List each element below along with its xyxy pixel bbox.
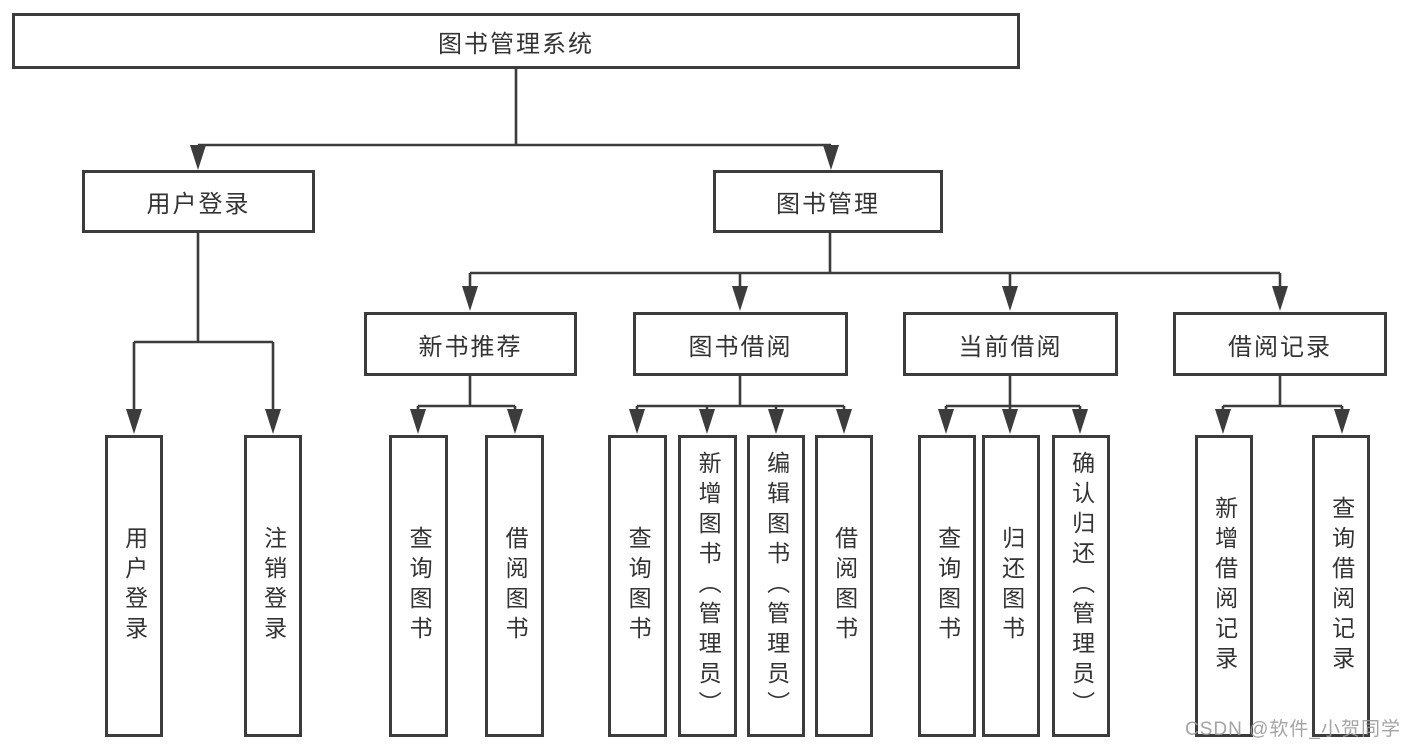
leaf-confirm-return-admin-label: 确认归还（管理员） (1068, 451, 1095, 721)
leaf-borrow-query-books-label: 查询图书 (625, 526, 652, 646)
leaf-edit-book-admin: 编辑图书（管理员） (747, 435, 805, 737)
leaf-add-borrow-record-label: 新增借阅记录 (1211, 496, 1238, 676)
leaf-query-borrow-record-label: 查询借阅记录 (1328, 496, 1355, 676)
leaf-recommend-borrow-books: 借阅图书 (485, 435, 544, 737)
leaf-edit-book-admin-label: 编辑图书（管理员） (763, 451, 790, 721)
leaf-return-books-label: 归还图书 (998, 526, 1025, 646)
leaf-return-books: 归还图书 (982, 435, 1040, 737)
leaf-add-book-admin: 新增图书（管理员） (678, 435, 737, 737)
watermark: CSDN @软件_小贺同学 (1185, 719, 1401, 740)
node-book-management: 图书管理 (713, 170, 943, 233)
leaf-user-login: 用户登录 (105, 435, 163, 737)
leaf-add-borrow-record: 新增借阅记录 (1195, 435, 1253, 737)
leaf-recommend-query-books-label: 查询图书 (406, 526, 433, 646)
leaf-logout-label: 注销登录 (260, 526, 287, 646)
leaf-borrow-query-books: 查询图书 (608, 435, 667, 737)
leaf-recommend-query-books: 查询图书 (389, 435, 448, 737)
node-book-borrow-label: 图书借阅 (688, 333, 793, 361)
node-book-borrow: 图书借阅 (633, 312, 848, 376)
node-current-borrow: 当前借阅 (903, 312, 1118, 376)
node-user-login: 用户登录 (82, 170, 315, 233)
node-book-management-label: 图书管理 (776, 191, 880, 218)
leaf-logout: 注销登录 (244, 435, 302, 737)
node-user-login-label: 用户登录 (146, 191, 251, 218)
node-borrow-records: 借阅记录 (1173, 312, 1387, 376)
node-borrow-records-label: 借阅记录 (1228, 333, 1332, 361)
leaf-current-query-books: 查询图书 (918, 435, 976, 737)
leaf-borrow-books-label: 借阅图书 (831, 526, 858, 646)
leaf-add-book-admin-label: 新增图书（管理员） (695, 451, 722, 721)
leaf-recommend-borrow-books-label: 借阅图书 (502, 526, 529, 646)
node-new-book-recommend-label: 新书推荐 (418, 333, 523, 361)
leaf-confirm-return-admin: 确认归还（管理员） (1052, 435, 1110, 737)
node-new-book-recommend: 新书推荐 (364, 312, 577, 376)
node-current-borrow-label: 当前借阅 (958, 333, 1063, 361)
leaf-current-query-books-label: 查询图书 (934, 526, 961, 646)
leaf-borrow-books: 借阅图书 (815, 435, 873, 737)
node-root-system-label: 图书管理系统 (438, 30, 594, 58)
leaf-query-borrow-record: 查询借阅记录 (1312, 435, 1370, 737)
node-root-system: 图书管理系统 (12, 13, 1020, 69)
leaf-user-login-label: 用户登录 (121, 526, 148, 646)
